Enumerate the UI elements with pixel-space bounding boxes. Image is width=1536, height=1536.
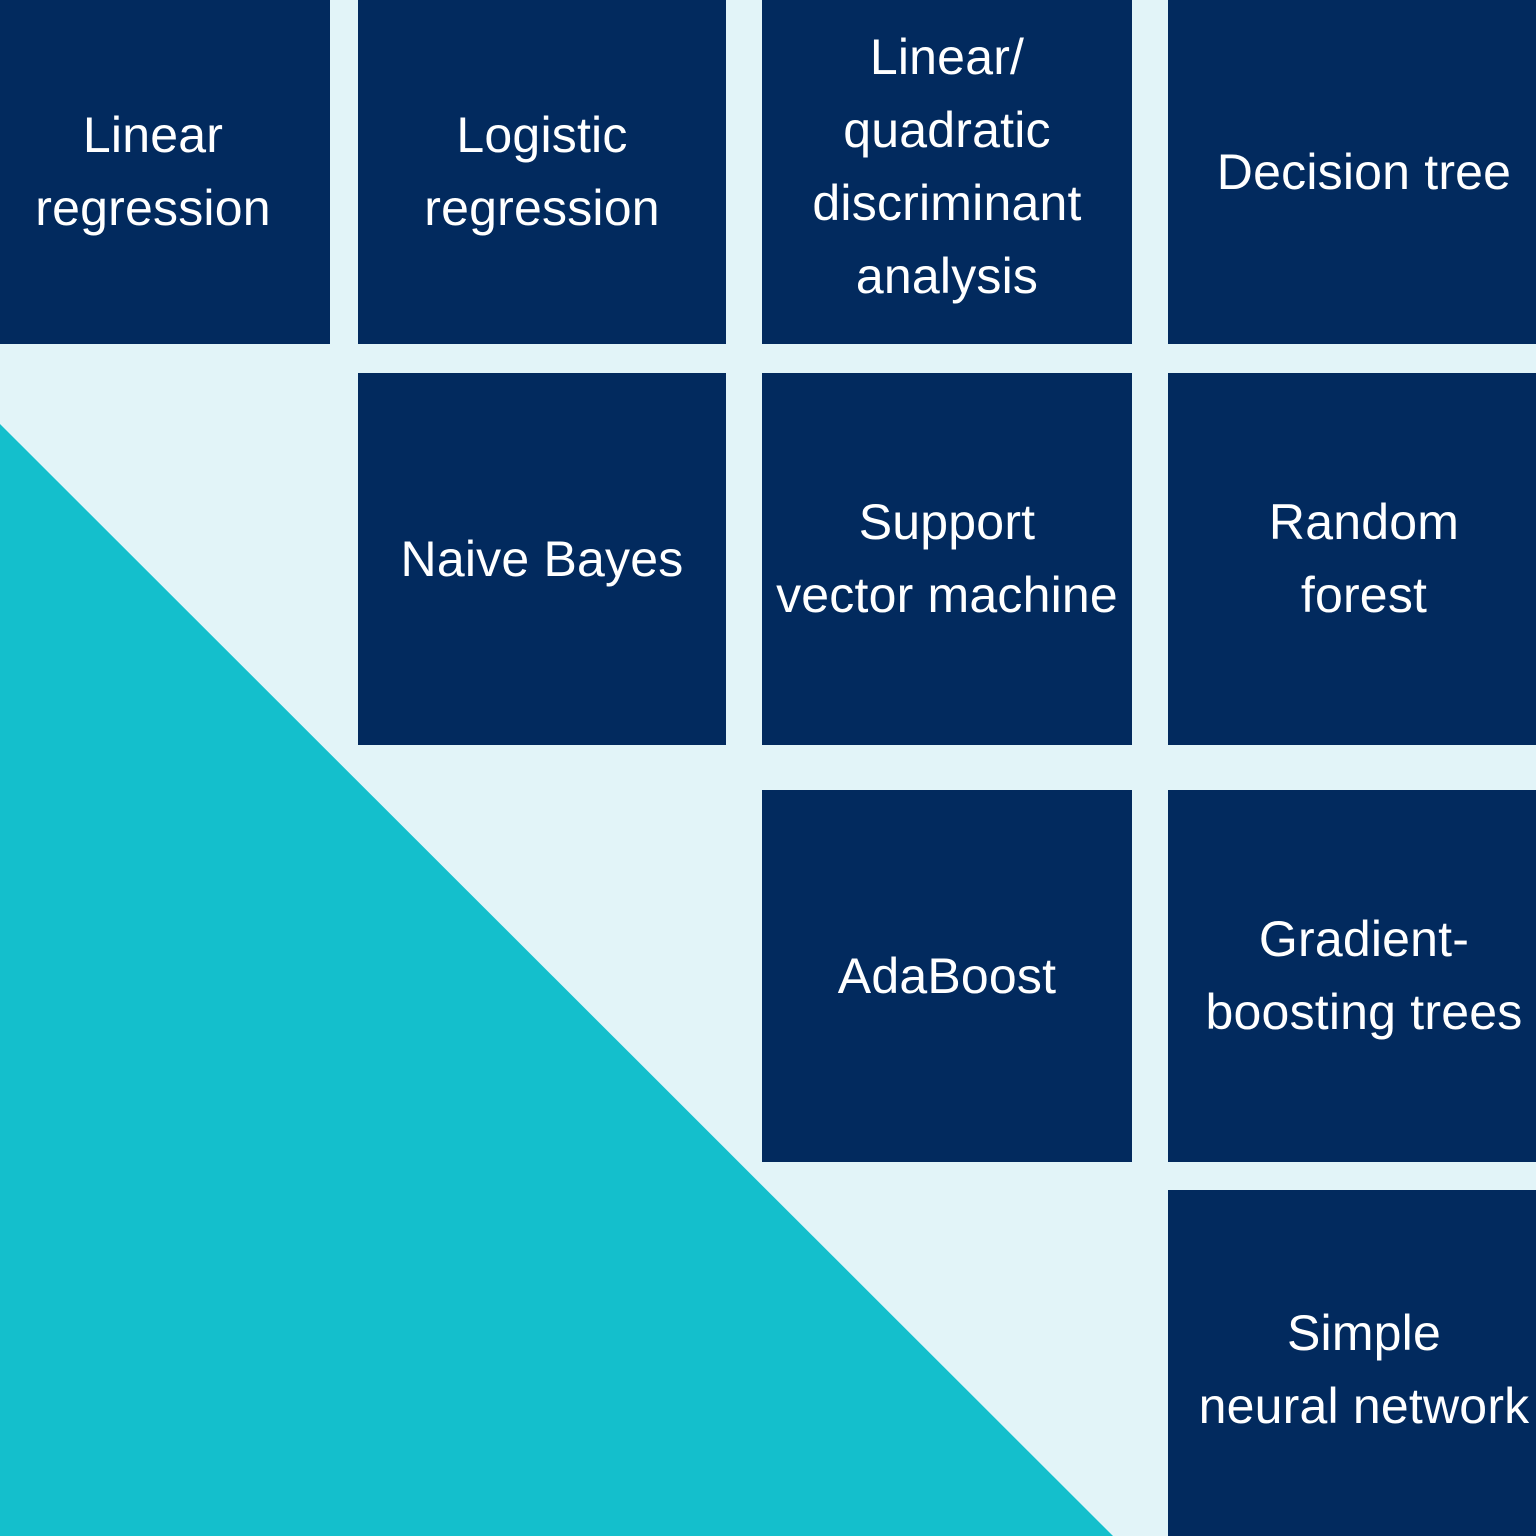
tile-label-naive-bayes: Naive Bayes bbox=[400, 530, 684, 587]
tile-linear-quadratic-discriminant-analysis[interactable]: Linear/ quadratic discriminant analysis bbox=[762, 0, 1132, 344]
tile-adaboost[interactable]: AdaBoost bbox=[762, 790, 1132, 1162]
tile-linear-regression[interactable]: Linear regression bbox=[0, 0, 330, 344]
tile-label-linear-regression: Linear regression bbox=[35, 107, 271, 236]
tile-gradient-boosting-trees[interactable]: Gradient- boosting trees bbox=[1168, 790, 1536, 1162]
tile-label-decision-tree: Decision tree bbox=[1216, 143, 1512, 200]
tile-random-forest[interactable]: Random forest bbox=[1168, 373, 1536, 745]
tile-label-simple-neural-network: Simple neural network bbox=[1198, 1305, 1530, 1434]
tile-simple-neural-network[interactable]: Simple neural network bbox=[1168, 1190, 1536, 1536]
tile-label-logistic-regression: Logistic regression bbox=[424, 107, 660, 236]
tile-decision-tree[interactable]: Decision tree bbox=[1168, 0, 1536, 344]
tile-label-support-vector-machine: Support vector machine bbox=[776, 494, 1118, 623]
tile-support-vector-machine[interactable]: Support vector machine bbox=[762, 373, 1132, 745]
tile-label-adaboost: AdaBoost bbox=[837, 947, 1057, 1004]
tile-label-linear-quadratic-discriminant-analysis: Linear/ quadratic discriminant analysis bbox=[812, 29, 1082, 304]
tile-label-gradient-boosting-trees: Gradient- boosting trees bbox=[1205, 911, 1523, 1040]
tile-naive-bayes[interactable]: Naive Bayes bbox=[358, 373, 726, 745]
tile-logistic-regression[interactable]: Logistic regression bbox=[358, 0, 726, 344]
tile-label-random-forest: Random forest bbox=[1268, 494, 1460, 623]
